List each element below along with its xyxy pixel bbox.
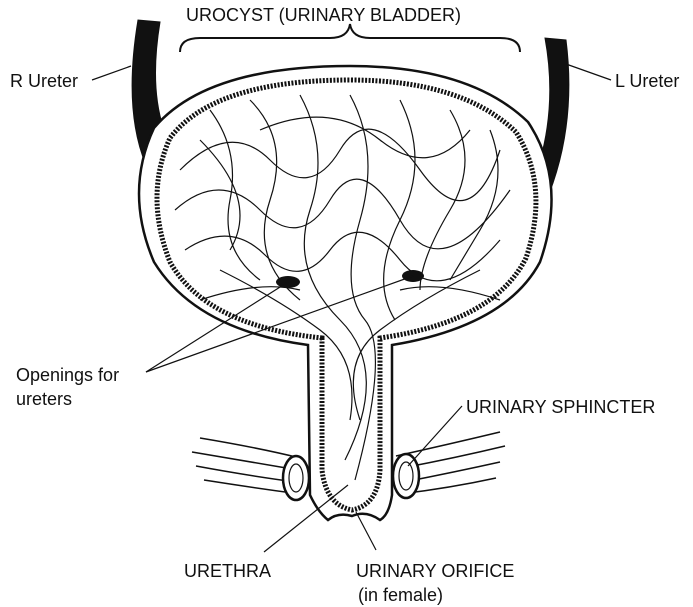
r-ureter-label: R Ureter (10, 70, 78, 92)
orifice-label-line1: URINARY ORIFICE (356, 560, 514, 582)
bladder-inner-lining (157, 80, 536, 510)
openings-label-line1: Openings for (16, 364, 119, 386)
bladder-bracket (180, 24, 520, 52)
bladder-label: UROCYST (URINARY BLADDER) (186, 4, 461, 26)
openings-label-line2: ureters (16, 388, 72, 410)
orifice-label-line2: (in female) (358, 584, 443, 606)
sphincter-label: URINARY SPHINCTER (466, 396, 655, 418)
urethra-label: URETHRA (184, 560, 271, 582)
l-ureter-label: L Ureter (615, 70, 679, 92)
